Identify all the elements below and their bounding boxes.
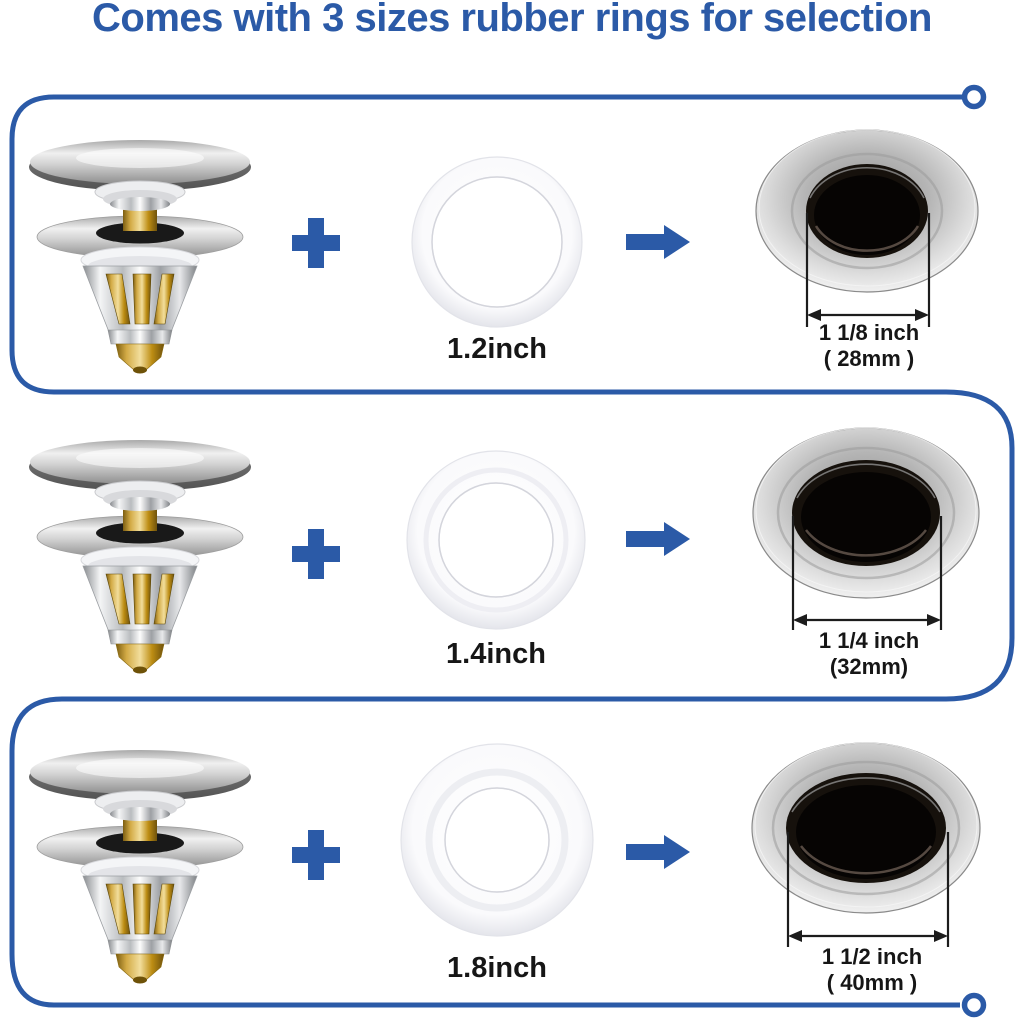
drain-stopper-row1 xyxy=(28,139,252,374)
headline-text: Comes with 3 sizes rubber rings for sele… xyxy=(92,0,932,40)
ring-size-label-row1: 1.2inch xyxy=(447,333,547,365)
drain-size-inch-row2: 1 1/4 inch xyxy=(818,628,920,653)
rubber-ring-row1 xyxy=(411,156,583,328)
arrowhead-left-row3 xyxy=(788,930,802,942)
ring-size-label-row3: 1.8inch xyxy=(447,952,547,984)
rubber-ring-row3 xyxy=(400,743,594,937)
drain-size-mm-row3: ( 40mm ) xyxy=(826,970,918,995)
drain-stopper-row3 xyxy=(28,749,252,984)
border-end-circle-top xyxy=(961,84,987,110)
measurement-marks-row2 xyxy=(791,516,943,630)
right-arrow-icon-row2 xyxy=(626,522,690,556)
rubber-ring-row2 xyxy=(406,450,586,630)
arrowhead-right-row2 xyxy=(927,614,941,626)
snake-border-line xyxy=(9,84,1015,1018)
border-end-circle-bottom xyxy=(961,992,987,1018)
arrowhead-right-row1 xyxy=(915,309,929,321)
drain-size-inch-row3: 1 1/2 inch xyxy=(821,944,923,969)
drain-stopper-row2 xyxy=(28,439,252,674)
drain-size-mm-row2: (32mm) xyxy=(829,654,909,679)
measurement-marks-row1 xyxy=(805,213,931,327)
right-arrow-icon-row3 xyxy=(626,835,690,869)
drain-size-label-row3: 1 1/2 inch ( 40mm ) xyxy=(762,944,982,996)
drain-size-mm-row1: ( 28mm ) xyxy=(823,346,915,371)
sink-drain-hole-row3 xyxy=(751,742,981,914)
plus-icon-row2 xyxy=(292,529,340,579)
drain-size-label-row1: 1 1/8 inch ( 28mm ) xyxy=(759,320,979,372)
sink-drain-hole-row1 xyxy=(755,129,979,293)
ring-size-label-row2: 1.4inch xyxy=(446,638,546,670)
plus-icon-row3 xyxy=(292,830,340,880)
plus-icon-row1 xyxy=(292,218,340,268)
arrowhead-left-row1 xyxy=(807,309,821,321)
sink-drain-hole-row2 xyxy=(752,427,980,599)
right-arrow-icon-row1 xyxy=(626,225,690,259)
measurement-marks-row3 xyxy=(786,832,950,947)
arrowhead-right-row3 xyxy=(934,930,948,942)
drain-size-inch-row1: 1 1/8 inch xyxy=(818,320,920,345)
drain-size-label-row2: 1 1/4 inch (32mm) xyxy=(759,628,979,680)
arrowhead-left-row2 xyxy=(793,614,807,626)
